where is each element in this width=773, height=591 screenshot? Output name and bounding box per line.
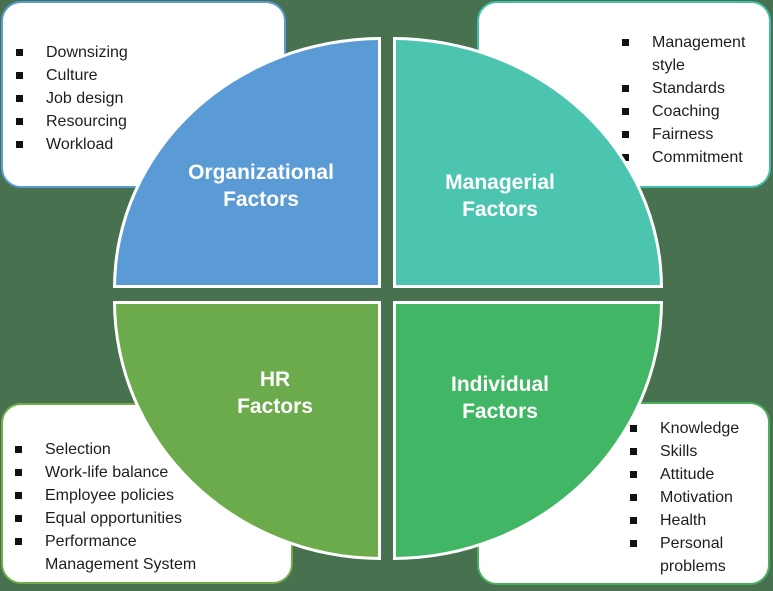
list-item: Personal problems xyxy=(630,532,770,578)
list-item-label: Equal opportunities xyxy=(45,510,182,527)
list-item-label: Selection xyxy=(45,441,111,458)
list-item-label: Standards xyxy=(652,80,725,97)
list-item: Job design xyxy=(16,87,246,110)
list-item: Management style xyxy=(622,31,764,77)
bullet-square-icon xyxy=(15,515,22,522)
bullet-square-icon xyxy=(15,469,22,476)
list-item-label: Commitment xyxy=(652,149,743,166)
quadrant-title: Organizational Factors xyxy=(151,159,371,213)
list-item-label: Employee policies xyxy=(45,487,174,504)
quadrant-title-line1: Organizational xyxy=(188,161,334,184)
bullet-square-icon xyxy=(622,154,629,161)
organizational-factors-list: Downsizing Culture Job design Resourcing… xyxy=(16,41,246,156)
list-item: Fairness xyxy=(622,123,764,146)
quadrant-title: HR Factors xyxy=(165,366,385,420)
list-item-label: Downsizing xyxy=(46,44,128,61)
list-item-label: Management style xyxy=(652,34,746,74)
list-item-label: Knowledge xyxy=(660,420,740,437)
list-item: Workload xyxy=(16,133,246,156)
bullet-square-icon xyxy=(630,425,637,432)
list-item: Knowledge xyxy=(630,417,770,440)
bullet-square-icon xyxy=(16,49,23,56)
bullet-square-icon xyxy=(16,118,23,125)
list-item: Employee policies xyxy=(15,484,220,507)
list-item: Commitment xyxy=(622,146,764,169)
list-item: Culture xyxy=(16,64,246,87)
bullet-square-icon xyxy=(622,131,629,138)
quadrant-managerial-factors: Managerial Factors xyxy=(393,37,663,288)
list-item: Health xyxy=(630,509,770,532)
list-item: Resourcing xyxy=(16,110,246,133)
bullet-square-icon xyxy=(630,540,637,547)
individual-factors-list: Knowledge Skills Attitude Motivation Hea… xyxy=(630,417,770,578)
quadrant-title-line2: Factors xyxy=(462,400,538,423)
quadrant-title-line2: Factors xyxy=(237,395,313,418)
bullet-square-icon xyxy=(15,446,22,453)
list-item-label: Coaching xyxy=(652,103,720,120)
quadrant-title-line2: Factors xyxy=(223,188,299,211)
list-item: Performance Management System xyxy=(15,530,220,576)
bullet-square-icon xyxy=(622,39,629,46)
list-item: Coaching xyxy=(622,100,764,123)
list-item-label: Resourcing xyxy=(46,113,127,130)
bullet-square-icon xyxy=(15,492,22,499)
quadrant-title: Individual Factors xyxy=(390,371,610,425)
quadrant-title: Managerial Factors xyxy=(390,169,610,223)
list-item: Selection xyxy=(15,438,220,461)
bullet-square-icon xyxy=(630,517,637,524)
bullet-square-icon xyxy=(622,85,629,92)
list-item-label: Culture xyxy=(46,67,98,84)
quadrant-title-line2: Factors xyxy=(462,198,538,221)
list-item: Equal opportunities xyxy=(15,507,220,530)
quadrant-title-line1: Managerial xyxy=(445,171,555,194)
bullet-square-icon xyxy=(630,494,637,501)
bullet-square-icon xyxy=(15,538,22,545)
list-item-label: Job design xyxy=(46,90,124,107)
bullet-square-icon xyxy=(622,108,629,115)
list-item-label: Performance Management System xyxy=(45,533,197,573)
list-item-label: Motivation xyxy=(660,489,733,506)
bullet-square-icon xyxy=(630,471,637,478)
list-item: Attitude xyxy=(630,463,770,486)
list-item: Motivation xyxy=(630,486,770,509)
quadrant-title-line1: Individual xyxy=(450,373,549,396)
list-item-label: Personal problems xyxy=(660,535,726,575)
list-item: Downsizing xyxy=(16,41,246,64)
list-item-label: Attitude xyxy=(660,466,715,483)
list-item-label: Health xyxy=(660,512,707,529)
list-item-label: Skills xyxy=(660,443,698,460)
list-item-label: Work-life balance xyxy=(45,464,169,481)
managerial-factors-list: Management style Standards Coaching Fair… xyxy=(622,31,764,169)
bullet-square-icon xyxy=(16,95,23,102)
bullet-square-icon xyxy=(16,72,23,79)
hr-factors-list: Selection Work-life balance Employee pol… xyxy=(15,438,220,576)
list-item-label: Workload xyxy=(46,136,114,153)
list-item: Skills xyxy=(630,440,770,463)
bullet-square-icon xyxy=(16,141,23,148)
list-item: Standards xyxy=(622,77,764,100)
list-item-label: Fairness xyxy=(652,126,714,143)
quadrant-title-line1: HR xyxy=(259,368,291,391)
list-item: Work-life balance xyxy=(15,461,220,484)
bullet-square-icon xyxy=(630,448,637,455)
